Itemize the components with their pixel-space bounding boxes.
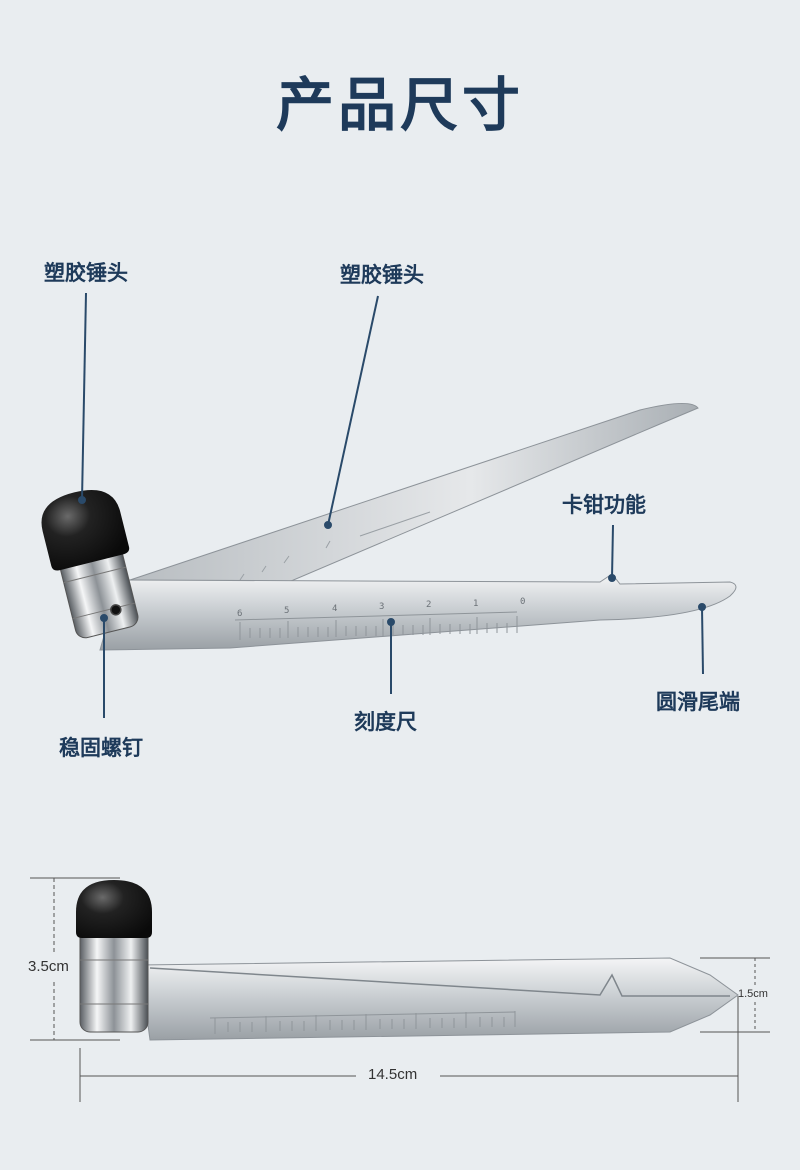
scale-number-2: 2 [426, 600, 431, 610]
lower-arm-with-scale: 0 1 2 3 4 5 6 [99, 573, 737, 651]
scale-number-4: 4 [332, 604, 337, 614]
rubber-tip [41, 490, 130, 571]
dimension-length-label: 14.5cm [364, 1066, 422, 1083]
callout-fixing-screw: 稳固螺钉 [59, 736, 143, 760]
dimension-lines [30, 877, 770, 1102]
scale-number-6: 6 [237, 609, 242, 619]
screw-icon [110, 604, 122, 616]
rubber-tip [76, 880, 152, 938]
callout-smooth-tail: 圆滑尾端 [656, 690, 740, 714]
scale-number-0: 0 [520, 597, 525, 607]
scale-number-3: 3 [379, 602, 384, 612]
callout-hammer-head-top: 塑胶锤头 [340, 263, 424, 287]
scale-number-5: 5 [284, 606, 289, 616]
dimension-height-label: 3.5cm [28, 958, 69, 975]
page-title: 产品尺寸 [275, 71, 524, 139]
chrome-sleeve [79, 927, 149, 1033]
upper-arm [129, 403, 699, 591]
callout-scale-ruler: 刻度尺 [354, 710, 417, 734]
callout-hammer-head-left: 塑胶锤头 [44, 261, 128, 285]
callout-caliper-function: 卡钳功能 [562, 493, 646, 517]
closed-hammer-body [139, 957, 739, 1041]
dimension-tip-width-label: 1.5cm [738, 988, 768, 1000]
hammer-head-bottom [76, 880, 152, 1033]
hammer-head-top [41, 490, 139, 639]
callout-lines [78, 292, 706, 718]
scale-number-1: 1 [473, 599, 478, 609]
